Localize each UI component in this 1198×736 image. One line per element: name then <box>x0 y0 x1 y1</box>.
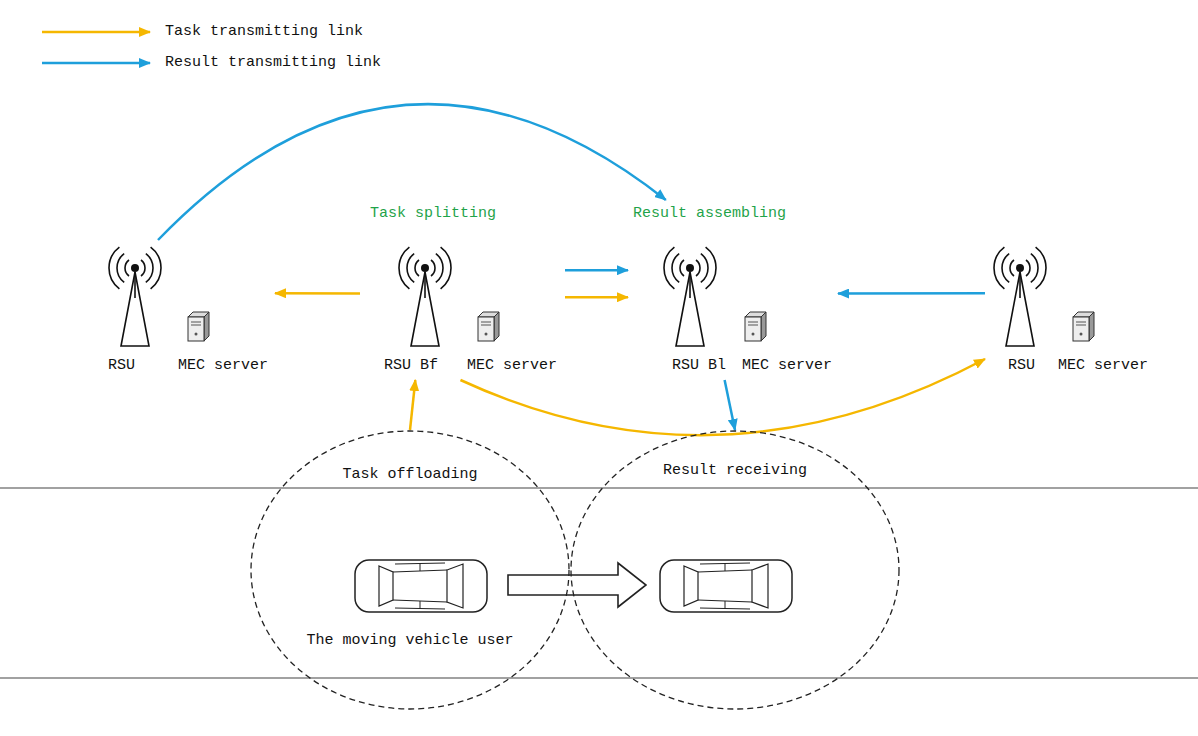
rsu-node: RSU MEC server <box>95 240 275 380</box>
coverage-circle: Result receiving <box>570 430 900 710</box>
task-link <box>565 296 628 299</box>
result-link <box>838 292 985 295</box>
legend-text: Result transmitting link <box>165 54 381 72</box>
rsu-label: RSU Bf <box>384 357 438 375</box>
circle-label: Result receiving <box>663 462 807 480</box>
rsu-label: MEC server <box>742 357 832 375</box>
rsu-label: MEC server <box>1058 357 1148 375</box>
coverage-circle: Task offloadingThe moving vehicle user <box>250 430 570 710</box>
legend-swatch <box>42 62 150 65</box>
rsu-node: RSU MEC server <box>985 240 1160 380</box>
stage-heading: Task splitting <box>370 205 496 223</box>
rsu-label: RSU <box>1008 357 1035 375</box>
stage-heading: Result assembling <box>633 205 786 223</box>
rsu-node: Result assemblingRSU Bl MEC server <box>628 200 838 380</box>
rsu-node: Task splittingRSU Bf MEC server <box>360 200 565 380</box>
task-link <box>275 292 360 295</box>
rsu-label: MEC server <box>467 357 557 375</box>
legend-text: Task transmitting link <box>165 23 363 41</box>
result-link <box>158 104 666 240</box>
result-link <box>565 269 628 272</box>
task-link <box>410 380 415 430</box>
circle-label: The moving vehicle user <box>306 632 513 650</box>
legend-swatch <box>42 31 150 34</box>
rsu-label: MEC server <box>178 357 268 375</box>
circle-label: Task offloading <box>342 466 477 484</box>
rsu-label: RSU Bl <box>672 357 726 375</box>
rsu-label: RSU <box>108 357 135 375</box>
result-link <box>725 380 735 430</box>
